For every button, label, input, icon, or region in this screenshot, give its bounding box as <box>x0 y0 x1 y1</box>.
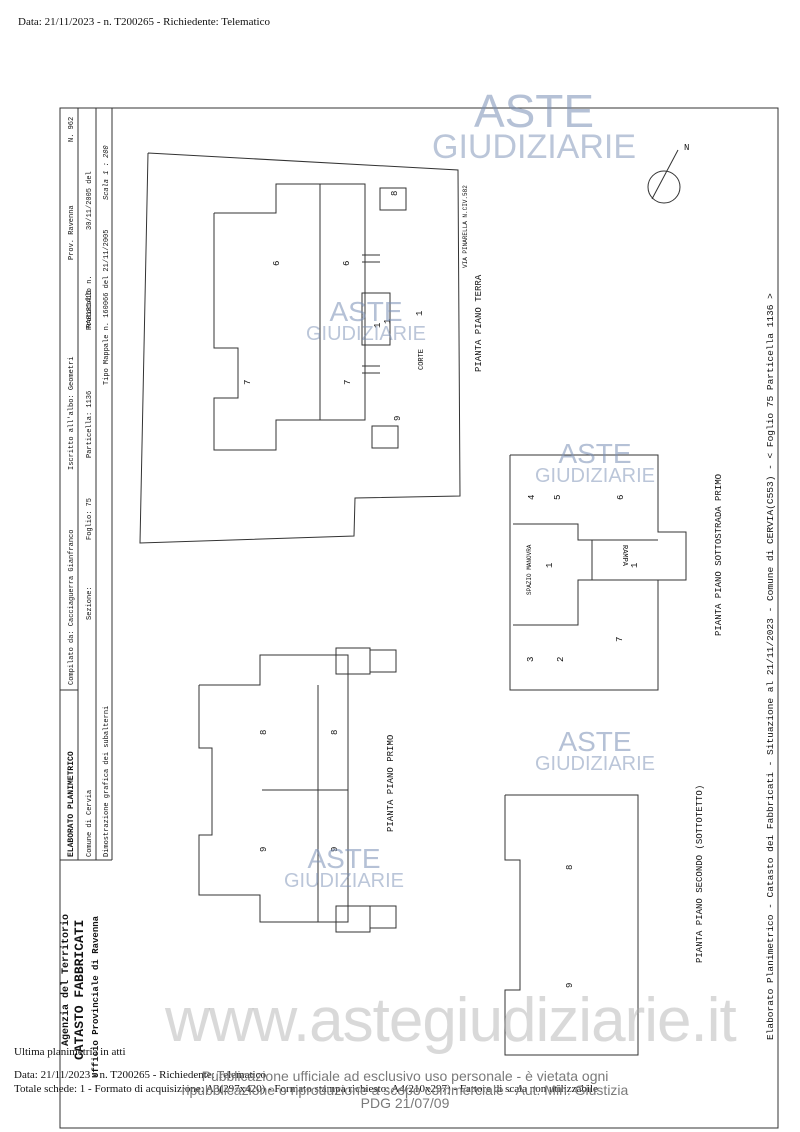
cartiglio-protocollo-overlay: RA0185415 <box>86 290 94 328</box>
terra-label-1a: 1 <box>373 323 383 328</box>
sottostrada-label-5: 5 <box>553 495 563 500</box>
plan-sottostrada <box>509 454 687 691</box>
watermark-logo-sottostrada: ASTE GIUDIZIARIE <box>535 438 656 487</box>
disclaimer-line1: Pubblicazione ufficiale ad esclusivo uso… <box>201 1068 609 1084</box>
plan-primo <box>198 647 397 933</box>
sottostrada-label-7: 7 <box>615 637 625 642</box>
agency-line1: Agenzia del Territorio <box>60 914 72 1046</box>
watermark-logo-terra: ASTE GIUDIZIARIE <box>306 296 427 345</box>
footer-request-line: Data: 21/11/2023 - n. T200265 - Richiede… <box>14 1069 266 1081</box>
terra-label-7a: 7 <box>243 380 253 385</box>
cartiglio-provincia: Prov. Ravenna <box>68 205 76 260</box>
agency-line3: Ufficio Provinciale di Ravenna <box>91 915 101 1078</box>
sottostrada-spazio: SPAZIO MANOVRA <box>526 544 533 595</box>
sottostrada-label-1b: 1 <box>630 563 640 568</box>
sottostrada-label-3: 3 <box>526 657 536 662</box>
sottostrada-label-2: 2 <box>556 657 566 662</box>
secondo-title: PIANTA PIANO SECONDO (SOTTOTETTO) <box>695 785 705 963</box>
footer-last-plan: Ultima planimetria in atti <box>14 1046 126 1058</box>
north-label: N <box>684 143 689 153</box>
terra-street: VIA PINARELLA N.CIV.582 <box>462 185 469 268</box>
sottostrada-rampa: RAMPA <box>620 545 628 567</box>
terra-label-7b: 7 <box>343 380 353 385</box>
sheet-frame <box>59 107 779 1129</box>
cartiglio-compilato: Compilato da: Cacciaguerra Gianfranco <box>68 530 76 685</box>
watermark-logo-top: ASTE GIUDIZIARIE <box>432 85 637 166</box>
plan-secondo <box>504 794 639 1056</box>
terra-label-9: 9 <box>393 416 403 421</box>
sottostrada-title: PIANTA PIANO SOTTOSTRADA PRIMO <box>714 474 724 636</box>
cartiglio-title: ELABORATO PLANIMETRICO <box>67 751 76 857</box>
footer-schede-line: Totale schede: 1 - Formato di acquisizio… <box>14 1083 598 1095</box>
disclaimer-line2: ripubblicazione o riproduzione a scopo c… <box>181 1082 629 1111</box>
terra-label-1c: 1 <box>415 311 425 316</box>
plan-terra <box>139 152 461 544</box>
cartiglio-iscritto: Iscritto all'albo: Geometri <box>68 357 76 470</box>
terra-label-6b: 6 <box>342 261 352 266</box>
primo-label-8a: 8 <box>259 730 269 735</box>
north-arrow <box>647 149 681 204</box>
watermark-logo-middle: ASTE GIUDIZIARIE <box>535 726 656 775</box>
terra-corte: CORTE <box>418 349 426 370</box>
secondo-label-9: 9 <box>565 983 575 988</box>
side-note: Elaborato Planimetrico - Catasto dei Fab… <box>765 293 776 1040</box>
cartiglio-scala: Scala 1 : 200 <box>103 145 111 200</box>
sottostrada-label-1a: 1 <box>545 563 555 568</box>
watermark-site: www.astegiudiziarie.it <box>165 986 737 1055</box>
terra-label-8: 8 <box>390 191 400 196</box>
cartiglio-foglio: Foglio: 75 <box>86 498 94 540</box>
cartiglio-protocollo-data: 30/11/2005 del <box>86 171 94 230</box>
primo-label-9b: 9 <box>330 847 340 852</box>
watermark-logo-primo: ASTE GIUDIZIARIE <box>284 843 405 892</box>
header-request-line: Data: 21/11/2023 - n. T200265 - Richiede… <box>18 16 270 28</box>
sottostrada-label-4: 4 <box>527 495 537 500</box>
cartiglio-particella: Particella: 1136 <box>86 391 94 458</box>
cartiglio-sezione: Sezione: <box>86 586 94 620</box>
primo-label-8b: 8 <box>330 730 340 735</box>
secondo-label-8: 8 <box>565 865 575 870</box>
sottostrada-label-6: 6 <box>616 495 626 500</box>
cartiglio-protocollo: Protocollo n. <box>86 275 94 330</box>
cartiglio <box>60 108 113 861</box>
cartiglio-tipo-mappale: Tipo Mappale n. 160066 del 21/11/2005 <box>103 230 111 385</box>
agency-line2: CATASTO FABBRICATI <box>72 920 87 1060</box>
terra-title: PIANTA PIANO TERRA <box>474 274 484 372</box>
cartiglio-dimostrazione: Dimostrazione grafica dei subalterni <box>103 706 111 857</box>
terra-label-1b: 1 <box>383 319 393 324</box>
primo-title: PIANTA PIANO PRIMO <box>386 735 396 832</box>
primo-label-9a: 9 <box>259 847 269 852</box>
cartiglio-comune: Comune di Cervia <box>86 790 94 857</box>
terra-label-6a: 6 <box>272 261 282 266</box>
cartiglio-numero: N. 962 <box>68 117 76 142</box>
